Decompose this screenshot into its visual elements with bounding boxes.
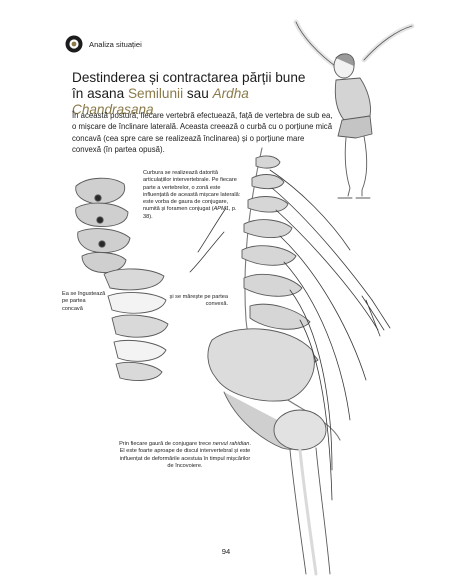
title-middle: sau (183, 86, 213, 101)
narrow-annotation: Ea se îngustează pe partea concavă (62, 291, 106, 312)
title-italic: Ardha Chandrasana (72, 86, 249, 117)
curvature-reference: APM1 (213, 206, 229, 213)
intro-paragraph: În această postură, fiecare vertebră efe… (72, 111, 333, 155)
curvature-text-end: , p. 38). (143, 206, 237, 220)
yoga-figure (293, 19, 415, 199)
title-line-1: Destinderea și contractarea părții bune (72, 70, 306, 85)
nerve-annotation: Prin fiecare gaură de conjugare trece ne… (119, 441, 251, 470)
section-tag: Analiza situației (64, 34, 142, 54)
curvature-text: Curbura se realizează datorită articulaț… (143, 170, 241, 213)
nerve-term: nervul rahidian (212, 441, 250, 447)
nerve-text-end: . El este foarte aproape de discul inter… (119, 441, 251, 469)
title-highlight: Semilunii (127, 86, 184, 101)
title-prefix: în asana (72, 86, 128, 101)
spinal-nerves (189, 169, 391, 501)
nerve-text: Prin fiecare gaură de conjugare trece (119, 441, 213, 447)
page-number: 94 (221, 547, 231, 556)
widen-annotation: și se mărește pe partea convexă. (169, 294, 228, 308)
section-label: Analiza situației (89, 39, 142, 49)
vertebra-detail-bottom (103, 268, 169, 381)
page-title: Destinderea și contractarea părții bune … (72, 70, 332, 118)
title-line-2: în asana Semilunii sau Ardha Chandrasana (72, 86, 332, 118)
target-bullet-icon (64, 34, 84, 54)
spine-column (207, 147, 341, 576)
curvature-annotation: Curbura se realizează datorită articulaț… (143, 170, 243, 221)
vertebra-detail-top (75, 177, 131, 273)
